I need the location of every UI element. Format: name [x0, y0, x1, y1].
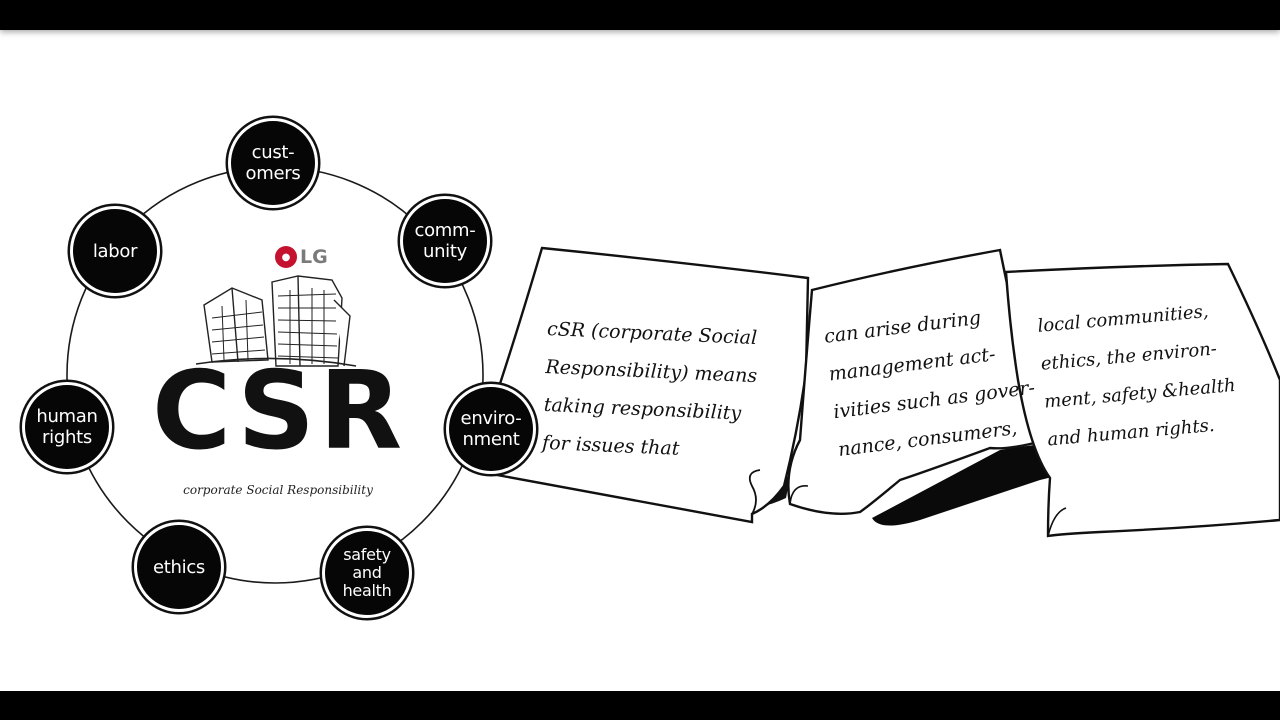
paper-note-1-text: cSR (corporate Social Responsibility) me…	[541, 317, 758, 460]
node-labor-label: labor	[92, 240, 138, 262]
letterbox-bottom-bar	[0, 691, 1280, 720]
node-community-label: comm- unity	[414, 220, 476, 262]
node-customers: cust- omers	[228, 118, 318, 208]
paper-note-3-text: local communities, ethics, the environ- …	[1036, 301, 1237, 451]
node-safety-health-label: safety and health	[342, 545, 392, 600]
node-ethics-label: ethics	[152, 556, 205, 578]
node-ethics: ethics	[134, 522, 224, 612]
node-human-rights-label: human rights	[36, 406, 98, 448]
paper-note-3-shape	[1004, 262, 1280, 538]
lg-face-icon: ●	[275, 246, 297, 268]
paper-note-1-shape	[468, 246, 810, 524]
lg-logo: ● LG	[275, 246, 328, 268]
paper-note-2-text: can arise during management act- ivities…	[822, 306, 1037, 461]
node-environment: enviro- nment	[446, 384, 536, 474]
node-safety-health: safety and health	[322, 528, 412, 618]
csr-subtitle: corporate Social Responsibility	[183, 483, 373, 497]
node-labor: labor	[70, 206, 160, 296]
node-customers-label: cust- omers	[245, 142, 301, 184]
lg-brand-text: LG	[300, 246, 328, 268]
csr-title: CSR	[152, 349, 407, 474]
node-environment-label: enviro- nment	[460, 408, 522, 450]
node-community: comm- unity	[400, 196, 490, 286]
letterbox-top-bar	[0, 0, 1280, 30]
building-illustration	[195, 275, 357, 367]
node-human-rights: human rights	[22, 382, 112, 472]
